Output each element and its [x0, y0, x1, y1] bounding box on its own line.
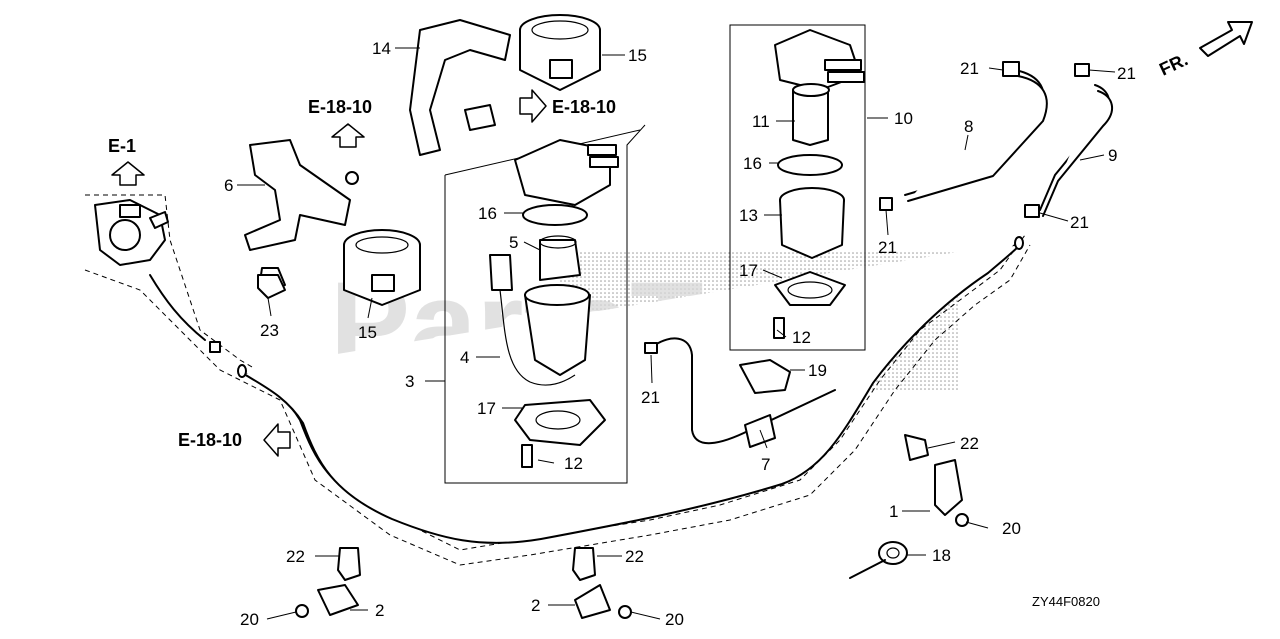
- mount-15-top: [519, 14, 601, 91]
- callout-1: 1: [889, 502, 898, 521]
- callout-20: 20: [665, 610, 684, 629]
- callout-8: 8: [964, 117, 973, 136]
- callout-21: 21: [1117, 64, 1136, 83]
- ref-arrow-e1810-top-icon: [331, 123, 365, 148]
- ref-label: E-18-10: [552, 97, 616, 117]
- callout-2: 2: [531, 596, 540, 615]
- callout-22: 22: [286, 547, 305, 566]
- callout-17: 17: [739, 261, 758, 280]
- callout-13: 13: [739, 206, 758, 225]
- callout-3: 3: [405, 372, 414, 391]
- callout-23: 23: [260, 321, 279, 340]
- leader-lines: [237, 47, 1116, 620]
- mount-15-lower: [343, 229, 421, 306]
- callout-21: 21: [641, 388, 660, 407]
- callout-5: 5: [509, 233, 518, 252]
- callout-10: 10: [894, 109, 913, 128]
- callout-12: 12: [564, 454, 583, 473]
- callout-15: 15: [628, 46, 647, 65]
- callout-22: 22: [960, 434, 979, 453]
- callout-14: 14: [372, 39, 391, 58]
- callout-21: 21: [960, 59, 979, 78]
- front-marker-label: FR.: [1156, 49, 1191, 79]
- vapor-separator: [94, 199, 221, 353]
- callout-19: 19: [808, 361, 827, 380]
- callout-22: 22: [625, 547, 644, 566]
- bracket-14: [409, 19, 511, 156]
- bracket-1: [904, 434, 969, 527]
- front-marker: FR.: [1156, 21, 1253, 80]
- plug-18: [849, 541, 908, 579]
- ref-arrow-e1810-left-icon: [263, 423, 291, 457]
- callout-16: 16: [478, 204, 497, 223]
- hose-8: [879, 61, 1048, 211]
- callout-20: 20: [1002, 519, 1021, 538]
- callout-21: 21: [878, 238, 897, 257]
- callout-12: 12: [792, 328, 811, 347]
- callout-7: 7: [761, 455, 770, 474]
- callout-6: 6: [224, 176, 233, 195]
- filter-assembly-right: [729, 24, 866, 351]
- callout-16: 16: [743, 154, 762, 173]
- callout-17: 17: [477, 399, 496, 418]
- drawing-code: ZY44F0820: [1032, 594, 1100, 609]
- callout-2: 2: [375, 601, 384, 620]
- clip-group-bottom-left: [295, 547, 361, 618]
- clip-23: [257, 274, 286, 299]
- clip-group-bottom-center: [572, 547, 632, 619]
- callout-11: 11: [752, 112, 770, 131]
- callout-21: 21: [1070, 213, 1089, 232]
- callout-20: 20: [240, 610, 259, 629]
- ref-label: E-18-10: [178, 430, 242, 450]
- filter-assembly-left: [444, 124, 646, 484]
- reference-arrows: [111, 89, 547, 457]
- hose-7: [644, 337, 836, 448]
- callout-18: 18: [932, 546, 951, 565]
- callout-9: 9: [1108, 146, 1117, 165]
- hose-9: [1024, 63, 1113, 218]
- callout-15: 15: [358, 323, 377, 342]
- fuel-line: [84, 194, 1031, 566]
- callout-4: 4: [460, 348, 469, 367]
- ref-arrow-e1-icon: [111, 161, 145, 186]
- ref-label: E-18-10: [308, 97, 372, 117]
- ref-arrow-e1810-right-icon: [519, 89, 547, 123]
- ref-label: E-1: [108, 136, 136, 156]
- callouts: 1 2 2 3 4 5 6 7 8 9 10 11 12 12 12 13 14…: [224, 39, 1136, 629]
